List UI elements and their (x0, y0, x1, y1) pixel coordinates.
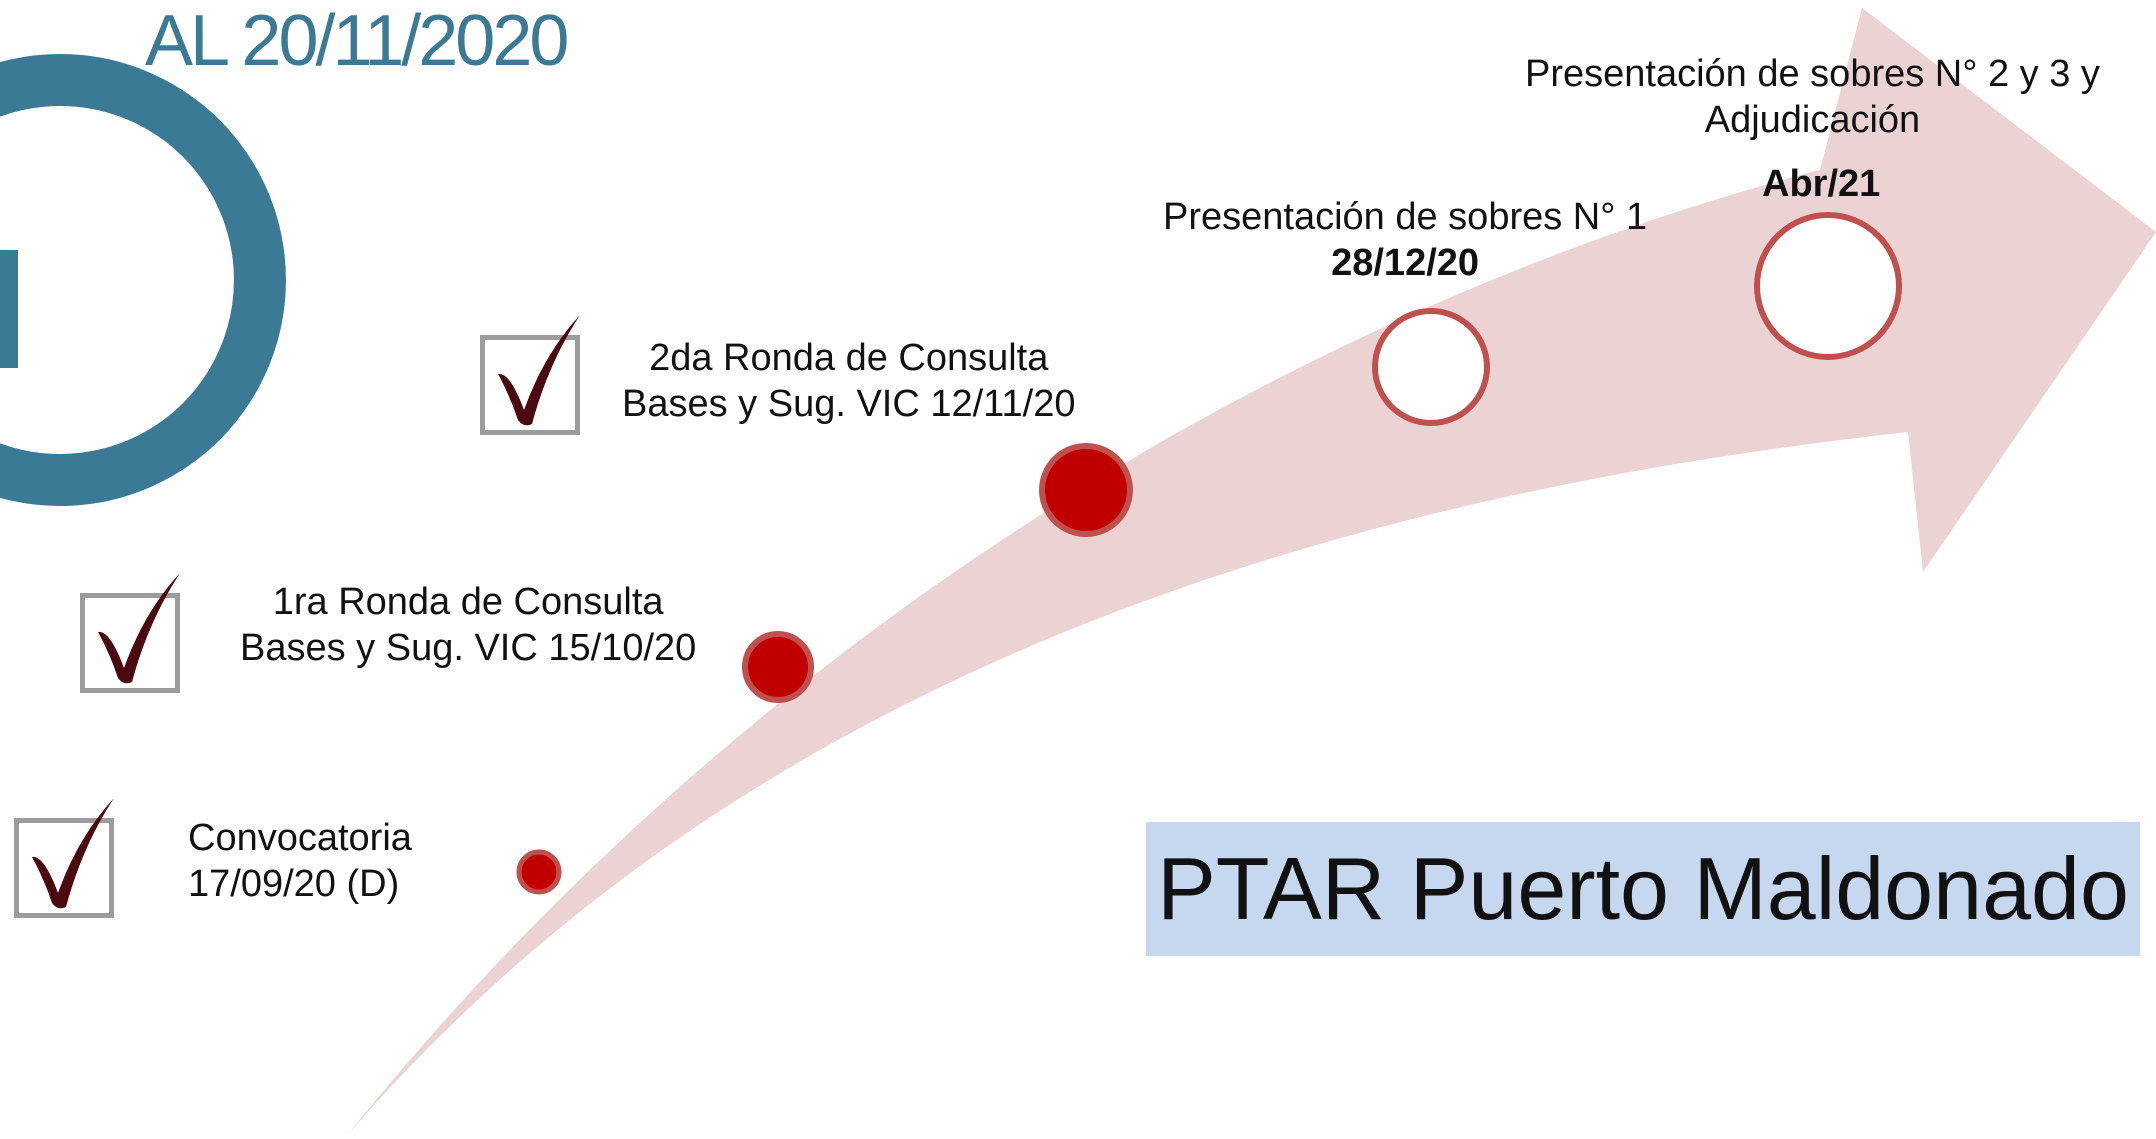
milestone-name: 1ra Ronda de Consulta (272, 581, 664, 623)
checkmark-icon (498, 315, 580, 426)
milestone-label-convocatoria: Convocatoria 17/09/20 (D) (188, 816, 412, 907)
milestone-dot-sobres-2-3 (1754, 212, 1902, 360)
milestone-date-sobres-2-3: Abr/21 (1762, 163, 1881, 205)
milestone-date: Bases y Sug. VIC 12/11/20 (622, 382, 1076, 425)
milestone-dot-ronda-2 (1039, 443, 1133, 537)
timeline-arrow (345, 8, 2156, 1138)
checkbox-convocatoria (14, 818, 114, 918)
milestone-date: Bases y Sug. VIC 15/10/20 (240, 626, 697, 669)
milestone-label-ronda-1: 1ra Ronda de Consulta Bases y Sug. VIC 1… (240, 580, 696, 671)
milestone-label-ronda-2: 2da Ronda de Consulta Bases y Sug. VIC 1… (622, 336, 1075, 427)
partial-logo-icon (0, 54, 286, 506)
milestone-name: Presentación de sobres N° 1 (1163, 196, 1648, 238)
milestone-dot-convocatoria (516, 849, 562, 895)
project-banner: PTAR Puerto Maldonado (1146, 822, 2140, 956)
milestone-date: 28/12/20 (1331, 241, 1480, 284)
milestone-date: 17/09/20 (D) (188, 862, 400, 905)
checkmark-icon (32, 798, 114, 909)
checkmark-icon (98, 573, 180, 684)
milestone-label-sobres-2-3: Presentación de sobres N° 2 y 3 y Adjudi… (1525, 52, 2100, 143)
milestone-name: Convocatoria (188, 817, 412, 859)
milestone-label-sobres-1: Presentación de sobres N° 1 28/12/20 (1163, 195, 1647, 286)
milestone-dot-sobres-1 (1372, 308, 1490, 426)
page-title: AL 20/11/2020 (145, 1, 569, 81)
milestone-dot-ronda-1 (742, 631, 814, 703)
milestone-name: 2da Ronda de Consulta (649, 337, 1049, 379)
project-name: PTAR Puerto Maldonado (1157, 839, 2129, 938)
milestone-name: Presentación de sobres N° 2 y 3 y (1525, 53, 2100, 95)
milestone-name-line-2: Adjudicación (1704, 98, 1921, 141)
